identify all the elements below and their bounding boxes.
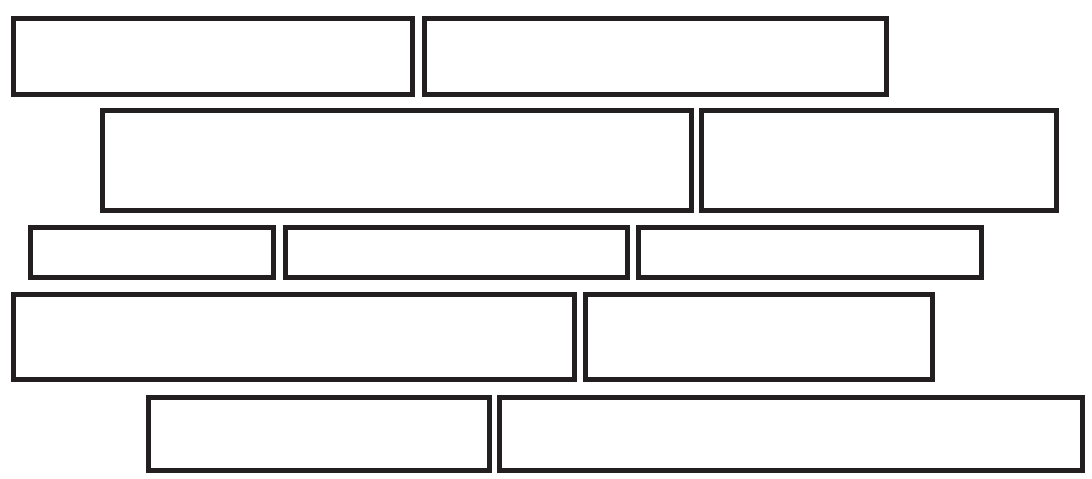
- row-3-box-1: [28, 225, 276, 280]
- row-3-box-2: [283, 225, 630, 280]
- row-4-box-1: [11, 292, 577, 382]
- row-3-box-3: [636, 225, 984, 280]
- row-1-box-1: [11, 16, 415, 97]
- row-2-box-2: [699, 108, 1059, 213]
- row-2-box-1: [100, 108, 694, 213]
- row-4-box-2: [583, 292, 935, 382]
- row-5-box-1: [146, 395, 492, 473]
- row-1-box-2: [422, 16, 889, 97]
- row-5-box-2: [497, 395, 1085, 473]
